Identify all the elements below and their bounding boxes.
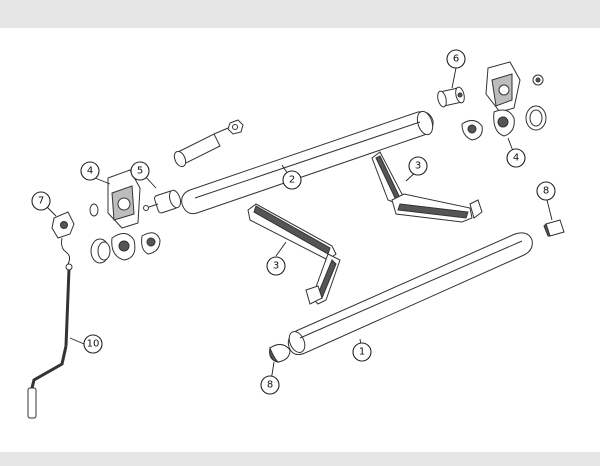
- svg-text:8: 8: [543, 186, 549, 197]
- shaft-with-nut-part: [173, 119, 244, 168]
- exploded-diagram-sheet: 1 2 3 3 4 4 5 6 7 8 8 10: [0, 28, 600, 452]
- svg-text:7: 7: [38, 196, 44, 207]
- gearbox-part: [51, 211, 75, 265]
- callout-3-right: 3: [408, 156, 428, 176]
- callout-8-right: 8: [536, 181, 556, 201]
- folding-arm-left-part: [247, 203, 341, 305]
- svg-text:3: 3: [273, 261, 279, 272]
- callout-4-right: 4: [506, 148, 526, 168]
- svg-text:6: 6: [453, 54, 459, 65]
- svg-text:4: 4: [87, 166, 93, 177]
- roller-tube-part: [181, 110, 434, 215]
- front-profile-part: [287, 232, 533, 355]
- sleeve-part: [437, 86, 465, 108]
- callout-6: 6: [446, 49, 466, 69]
- left-bracket-part: [89, 169, 161, 264]
- callout-4-left: 4: [80, 161, 100, 181]
- callout-3-left: 3: [266, 256, 286, 276]
- awning-parts-exploded-view: 1 2 3 3 4 4 5 6 7 8 8 10: [27, 49, 565, 419]
- svg-text:5: 5: [137, 166, 143, 177]
- callout-7: 7: [31, 191, 51, 211]
- svg-text:2: 2: [289, 175, 295, 186]
- callout-5: 5: [130, 161, 150, 181]
- svg-text:4: 4: [513, 153, 519, 164]
- end-cap-small-left-part: [269, 344, 291, 363]
- crank-handle-part: [27, 263, 73, 419]
- right-bracket-part: [461, 61, 547, 141]
- svg-text:3: 3: [415, 161, 421, 172]
- svg-text:10: 10: [87, 339, 100, 350]
- folding-arm-right-part: [371, 151, 483, 223]
- callout-8-left: 8: [260, 375, 280, 395]
- end-cap-small-right-part: [543, 219, 565, 237]
- callout-10: 10: [83, 334, 103, 354]
- callout-2: 2: [282, 170, 302, 190]
- end-cap-part: [143, 189, 182, 214]
- svg-text:8: 8: [267, 380, 273, 391]
- callout-1: 1: [352, 342, 372, 362]
- svg-text:1: 1: [359, 347, 365, 358]
